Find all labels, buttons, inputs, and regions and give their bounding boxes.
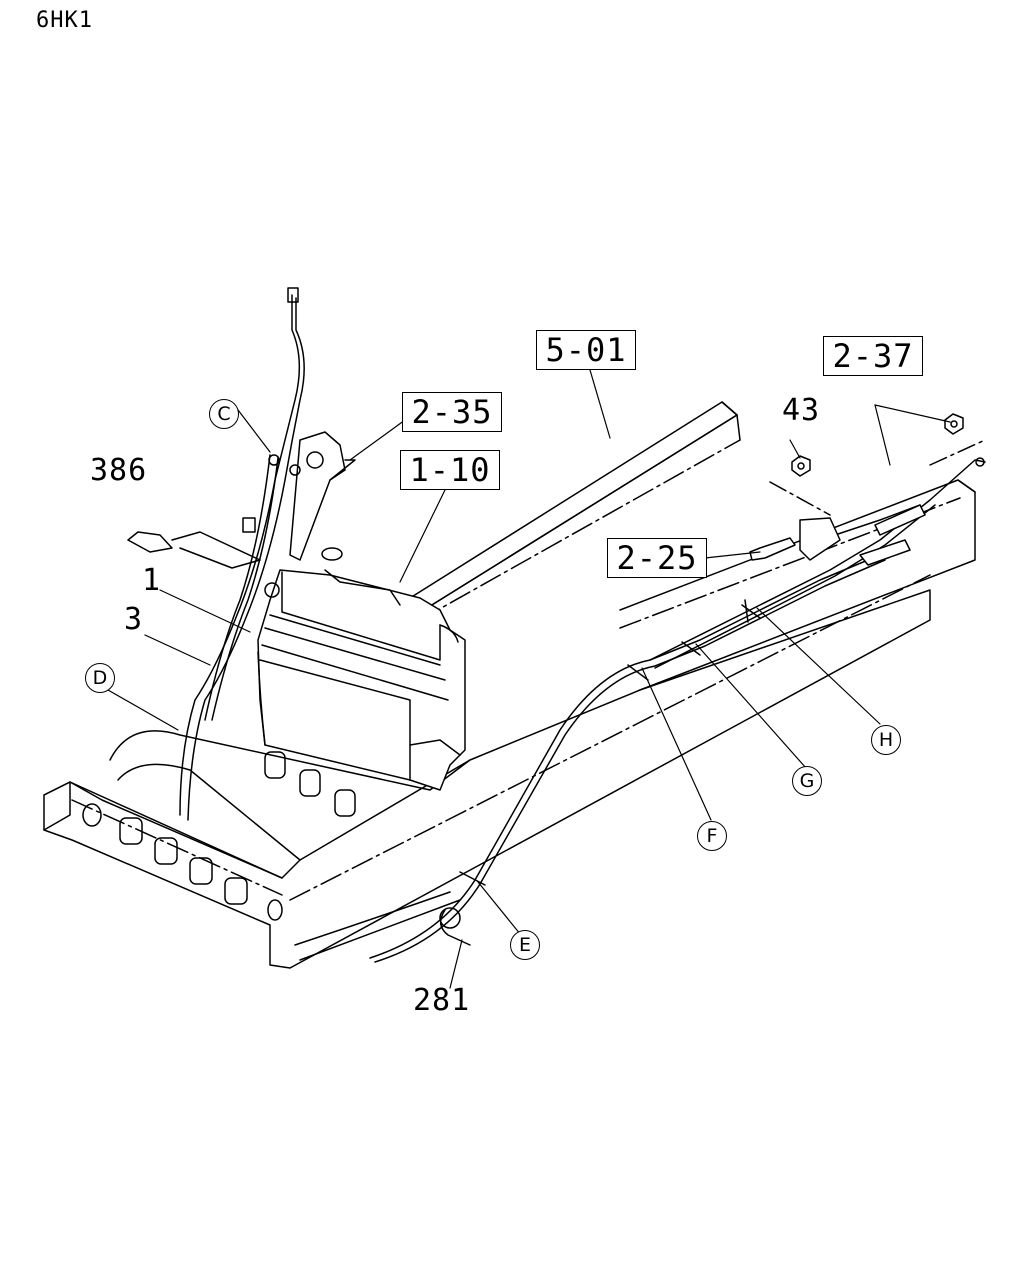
lower-cables xyxy=(369,457,986,963)
ref-box-5-01: 5-01 xyxy=(536,330,636,370)
part-3-label: 3 xyxy=(124,602,144,637)
clip-281 xyxy=(439,907,471,946)
transmission xyxy=(257,547,466,791)
callout-d: D xyxy=(85,663,115,693)
cross-member xyxy=(109,730,471,961)
part-386-label: 386 xyxy=(90,453,148,488)
callout-c: C xyxy=(209,399,239,429)
bracket xyxy=(289,431,356,561)
part-281-label: 281 xyxy=(413,983,471,1018)
part-43-label: 43 xyxy=(782,393,821,428)
nuts xyxy=(791,413,964,477)
upper-cables xyxy=(179,287,305,821)
ref-box-2-25: 2-25 xyxy=(607,538,707,578)
ref-box-2-35: 2-35 xyxy=(402,392,502,432)
ref-box-1-10: 1-10 xyxy=(400,450,500,490)
guide-lines xyxy=(769,439,986,516)
callout-f: F xyxy=(697,821,727,851)
bolt-2-25 xyxy=(749,517,841,561)
part-1-label: 1 xyxy=(142,563,162,598)
callout-e: E xyxy=(510,930,540,960)
ref-box-2-37: 2-37 xyxy=(823,336,923,376)
leader-lines xyxy=(107,369,951,989)
bracket-386 xyxy=(127,531,261,569)
callout-h: H xyxy=(871,725,901,755)
callout-g: G xyxy=(792,766,822,796)
model-label: 6HK1 xyxy=(36,8,93,33)
clamps xyxy=(459,599,761,886)
